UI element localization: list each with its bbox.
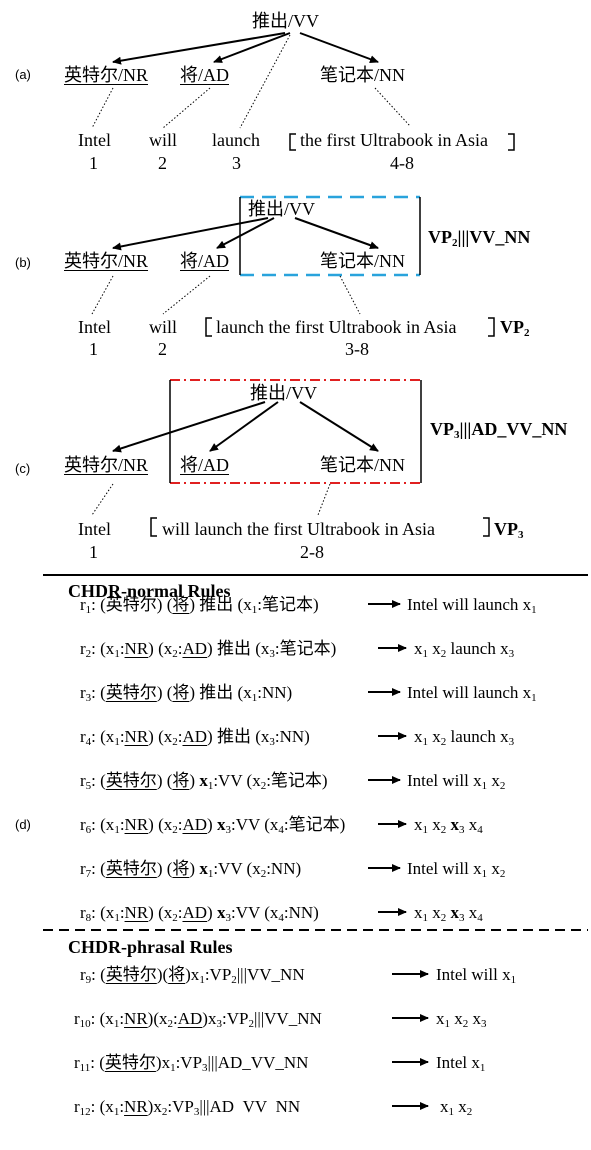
rule-r3-lhs: r3: (英特尔) (将) 推出 (x1:NN) — [80, 683, 293, 704]
rule-r6-rhs: x1 x2 x3 x4 — [414, 815, 483, 836]
tree-c-word-2: will launch the first Ultrabook in Asia — [162, 519, 435, 539]
tree-b-index-3: 3-8 — [345, 339, 369, 359]
tree-a-index-3: 3 — [232, 153, 241, 173]
tree-a-root: 推出/VV — [252, 11, 319, 31]
phrasal-rules-header: CHDR-phrasal Rules — [68, 937, 233, 957]
tree-a-word-4: the first Ultrabook in Asia — [300, 130, 488, 150]
rule-r12-lhs: r12: (x1:NR)x2:VP3|||AD VV NN — [74, 1097, 301, 1118]
tree-a-index-4: 4-8 — [390, 153, 414, 173]
rule-r2-lhs: r2: (x1:NR) (x2:AD) 推出 (x3:笔记本) — [80, 639, 337, 660]
rule-r4-lhs: r4: (x1:NR) (x2:AD) 推出 (x3:NN) — [80, 727, 310, 748]
tree-b-word-1: Intel — [78, 317, 111, 337]
rule-r8-lhs: r8: (x1:NR) (x2:AD) x3:VV (x4:NN) — [80, 903, 319, 924]
tree-c-node-nn: 笔记本/NN — [320, 455, 405, 475]
tree-a-node-ad: 将/AD — [180, 65, 229, 85]
normal-rules-header: CHDR-normal Rules — [68, 581, 231, 601]
tree-b-rule-tag: VP2|||VV_NN — [428, 227, 531, 249]
panel-a-label: (a) — [15, 67, 31, 82]
tree-b-node-ad: 将/AD — [180, 251, 229, 271]
rule-r11-rhs: Intel x1 — [436, 1053, 486, 1074]
rule-r12-rhs: x1 x2 — [440, 1097, 473, 1118]
tree-c-node-ad: 将/AD — [180, 455, 229, 475]
tree-c-node-nr: 英特尔/NR — [64, 455, 149, 475]
rule-r2-rhs: x1 x2 launch x3 — [414, 639, 515, 660]
span-brackets — [150, 133, 515, 537]
tree-c-root: 推出/VV — [250, 383, 317, 403]
tree-b-word-3: launch the first Ultrabook in Asia — [216, 317, 457, 337]
tree-b-node-nr: 英特尔/NR — [64, 251, 149, 271]
tree-c-index-2: 2-8 — [300, 542, 324, 562]
rule-r1-rhs: Intel will launch x1 — [407, 595, 537, 616]
tree-b-vp-tag: VP2 — [500, 317, 530, 339]
rule-r10-lhs: r10: (x1:NR)(x2:AD)x3:VP2|||VV_NN — [74, 1009, 322, 1030]
rule-r7-lhs: r7: (英特尔) (将) x1:VV (x2:NN) — [80, 859, 302, 880]
rule-r4-rhs: x1 x2 launch x3 — [414, 727, 515, 748]
tree-c-edges — [112, 401, 379, 453]
rule-r5-lhs: r5: (英特尔) (将) x1:VV (x2:笔记本) — [80, 771, 328, 792]
tree-c-alignments — [91, 483, 331, 516]
tree-a-word-3: launch — [212, 130, 260, 150]
tree-a-edges — [112, 32, 379, 65]
rule-r10-rhs: x1 x2 x3 — [436, 1009, 487, 1030]
rule-r8-rhs: x1 x2 x3 x4 — [414, 903, 483, 924]
panel-b-label: (b) — [15, 255, 31, 270]
tree-b-alignments — [91, 275, 361, 315]
tree-a-index-2: 2 — [158, 153, 167, 173]
rule-r5-rhs: Intel will x1 x2 — [407, 771, 506, 792]
tree-a-node-nr: 英特尔/NR — [64, 65, 149, 85]
tree-c-index-1: 1 — [89, 542, 98, 562]
tree-a-node-nn: 笔记本/NN — [320, 65, 405, 85]
tree-b-edges — [112, 217, 379, 251]
tree-b-node-nn: 笔记本/NN — [320, 251, 405, 271]
panel-c-label: (c) — [15, 461, 31, 476]
tree-b-index-1: 1 — [89, 339, 98, 359]
rule-r9-rhs: Intel will x1 — [436, 965, 517, 986]
tree-b-index-2: 2 — [158, 339, 167, 359]
rule-r7-rhs: Intel will x1 x2 — [407, 859, 506, 880]
tree-a-alignments — [91, 34, 411, 129]
tree-a-index-1: 1 — [89, 153, 98, 173]
panel-d-label: (d) — [15, 817, 31, 832]
tree-b-root: 推出/VV — [248, 199, 315, 219]
rule-r3-rhs: Intel will launch x1 — [407, 683, 537, 704]
rule-r11-lhs: r11: (英特尔)x1:VP3|||AD_VV_NN — [74, 1053, 309, 1074]
tree-c-box — [169, 379, 422, 484]
tree-a-word-2: will — [149, 130, 178, 150]
rule-arrows — [368, 600, 429, 1110]
tree-b-word-2: will — [149, 317, 178, 337]
rule-r6-lhs: r6: (x1:NR) (x2:AD) x3:VV (x4:笔记本) — [80, 815, 346, 836]
tree-c-rule-tag: VP3|||AD_VV_NN — [430, 419, 568, 441]
tree-c-vp-tag: VP3 — [494, 519, 524, 541]
tree-a-word-1: Intel — [78, 130, 111, 150]
rule-r1-lhs: r1: (英特尔) (将) 推出 (x1:笔记本) — [80, 595, 319, 616]
rule-r9-lhs: r9: (英特尔)(将)x1:VP2|||VV_NN — [80, 965, 305, 986]
tree-c-word-1: Intel — [78, 519, 111, 539]
